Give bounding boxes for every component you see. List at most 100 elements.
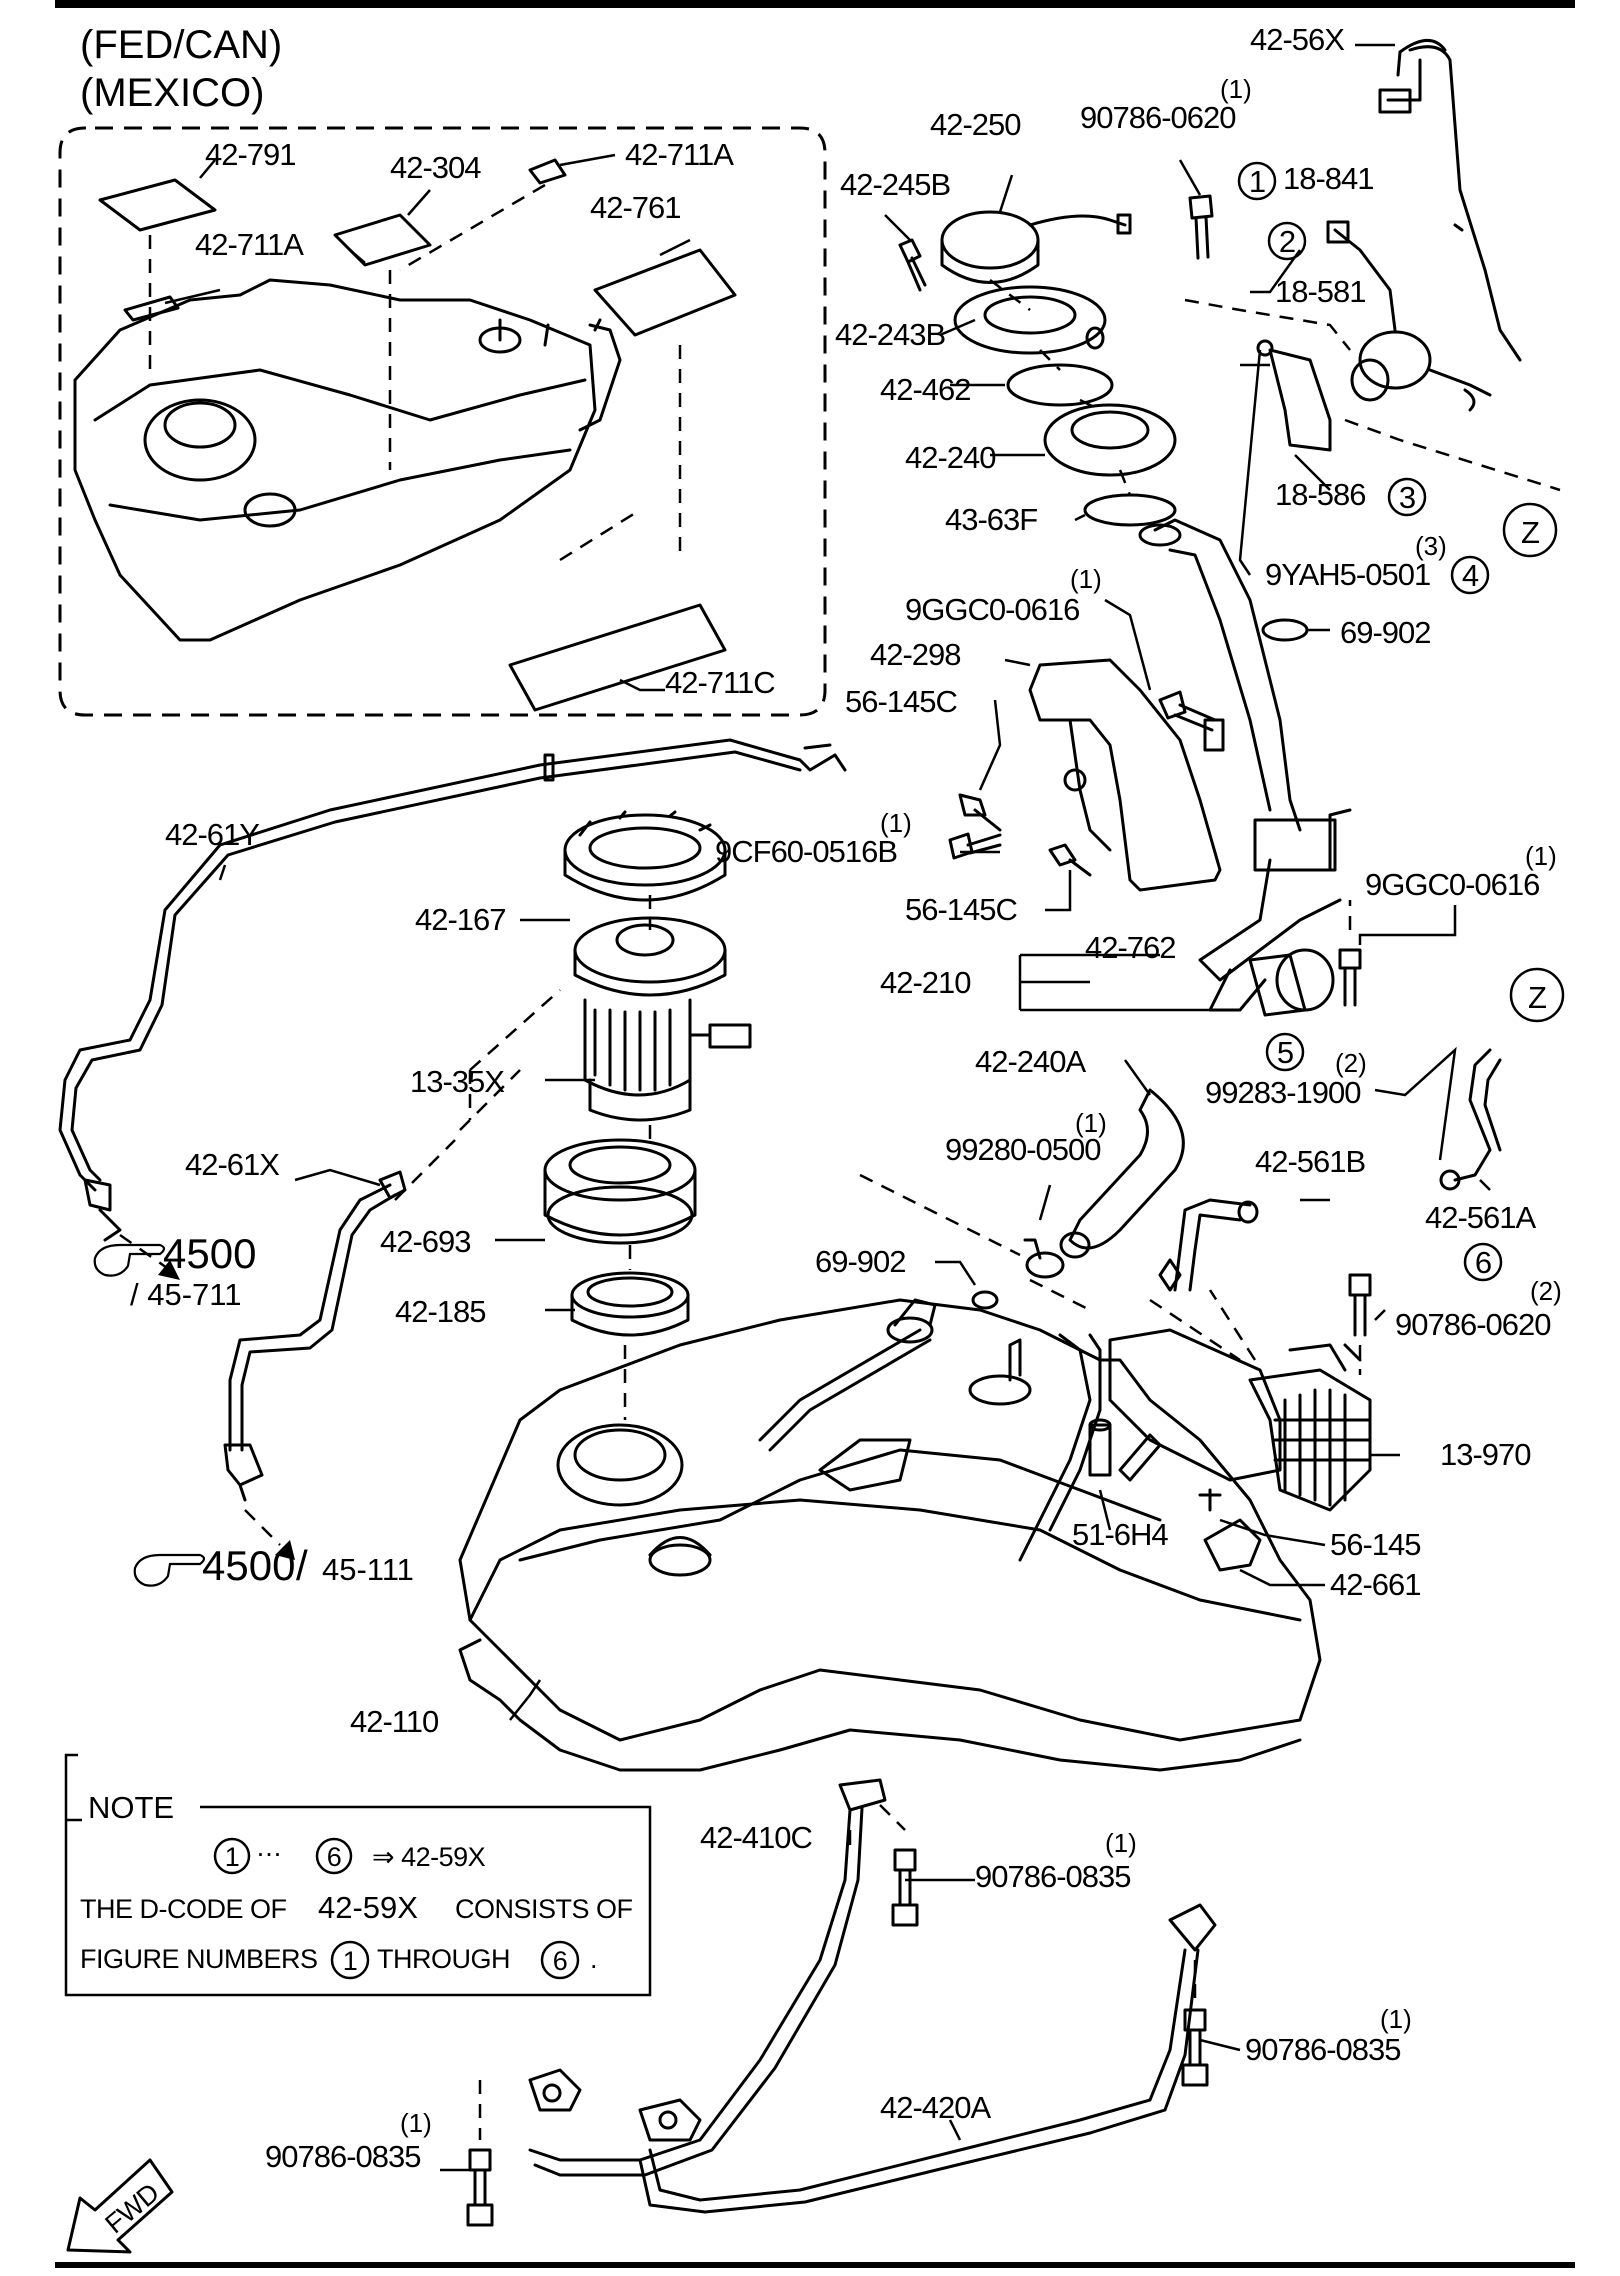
label-42-56x: 42-56X bbox=[1250, 22, 1345, 57]
hose-42-56x bbox=[1378, 39, 1522, 362]
qty-9yah5: (3) bbox=[1415, 531, 1447, 561]
svg-text:3: 3 bbox=[1399, 480, 1415, 515]
svg-text:Z: Z bbox=[1528, 980, 1546, 1015]
note-line3-a: FIGURE NUMBERS bbox=[80, 1944, 318, 1974]
lock-ring-42-167 bbox=[563, 810, 727, 902]
label-99280-0500: 99280-0500 bbox=[945, 1132, 1101, 1167]
reference-number-4500-top: 4500 bbox=[163, 1230, 256, 1277]
bracket-42-298 bbox=[1028, 658, 1222, 892]
seal-42-693 bbox=[543, 1138, 697, 1245]
hose-42-561a bbox=[1439, 1048, 1502, 1191]
qty-99280: (1) bbox=[1075, 1108, 1107, 1138]
label-42-61y: 42-61Y bbox=[165, 817, 259, 852]
qty-90786-0620-top: (1) bbox=[1220, 74, 1252, 104]
fwd-arrow-icon: FWD bbox=[66, 2158, 174, 2254]
label-42-693: 42-693 bbox=[380, 1224, 471, 1259]
label-42-462: 42-462 bbox=[880, 372, 971, 407]
label-9ggc0-0616-top: 9GGC0-0616 bbox=[905, 592, 1079, 627]
qty-9ggc0-top: (1) bbox=[1070, 564, 1102, 594]
reference-number-4500-bottom: 4500 bbox=[202, 1542, 295, 1589]
fuel-pump-13-35x bbox=[573, 916, 752, 1122]
label-42-250: 42-250 bbox=[930, 107, 1021, 142]
bolt-90786-0620-top bbox=[1188, 194, 1214, 260]
leader-lines bbox=[218, 43, 1491, 2172]
reference-slash: / bbox=[296, 1542, 308, 1589]
reference-4500-45-711: 4500 / 45-711 bbox=[93, 1230, 256, 1312]
qty-90786-0620-mid: (2) bbox=[1530, 1276, 1562, 1306]
label-99283-1900: 99283-1900 bbox=[1205, 1075, 1361, 1110]
reference-sub-45-711: / 45-711 bbox=[130, 1277, 241, 1312]
bracket-42-661 bbox=[1198, 1488, 1262, 1572]
qty-90786-0835-c: (1) bbox=[400, 2108, 432, 2138]
bolt-9ggc0-right bbox=[1338, 948, 1362, 1007]
label-42-110: 42-110 bbox=[350, 1704, 439, 1739]
label-42-561b: 42-561B bbox=[1255, 1144, 1366, 1179]
label-56-145c-top: 56-145C bbox=[845, 684, 958, 719]
figure-number-1: 1 bbox=[1237, 161, 1277, 201]
label-42-711a-left: 42-711A bbox=[195, 227, 304, 262]
fuel-tank-42-110 bbox=[458, 1298, 1322, 1772]
label-42-762: 42-762 bbox=[1085, 930, 1176, 965]
label-56-145: 56-145 bbox=[1330, 1527, 1421, 1562]
label-42-240a: 42-240A bbox=[975, 1044, 1087, 1079]
label-42-240: 42-240 bbox=[905, 440, 996, 475]
label-9ggc0-0616-right: 9GGC0-0616 bbox=[1365, 867, 1539, 902]
label-13-35x: 13-35X bbox=[410, 1064, 505, 1099]
figure-number-6: 6 bbox=[1463, 1242, 1503, 1282]
label-90786-0835-a: 90786-0835 bbox=[975, 1859, 1131, 1894]
qty-90786-0835-b: (1) bbox=[1380, 2004, 1412, 2034]
fuel-line-42-61y bbox=[58, 738, 847, 1242]
clip-56-145c-top bbox=[958, 793, 1002, 832]
label-42-245b: 42-245B bbox=[840, 167, 951, 202]
note-line2-b: CONSISTS OF bbox=[455, 1894, 633, 1924]
ring-42-185 bbox=[570, 1271, 690, 1337]
label-9yah5-0501: 9YAH5-0501 bbox=[1265, 557, 1430, 592]
label-42-167: 42-167 bbox=[415, 902, 506, 937]
svg-text:1: 1 bbox=[1249, 164, 1265, 199]
canister-13-970 bbox=[1108, 1328, 1372, 1512]
qty-99283: (2) bbox=[1335, 1048, 1367, 1078]
part-42-762 bbox=[1248, 948, 1335, 1017]
note-line1-dots: ··· bbox=[256, 1838, 281, 1868]
dashes-pump bbox=[623, 895, 652, 1420]
strap-42-410c bbox=[528, 1778, 887, 2177]
svg-text:Z: Z bbox=[1521, 515, 1539, 550]
label-9cf60-0516b: 9CF60-0516B bbox=[715, 834, 897, 869]
bolt-9cf60 bbox=[948, 832, 1002, 860]
label-51-6h4: 51-6H4 bbox=[1072, 1517, 1168, 1552]
label-90786-0620-mid: 90786-0620 bbox=[1395, 1307, 1551, 1342]
qty-9ggc0-right: (1) bbox=[1525, 841, 1557, 871]
label-42-661: 42-661 bbox=[1330, 1567, 1421, 1602]
note-line1-circled-6: 6 bbox=[327, 1842, 342, 1872]
reference-4500-45-111: 4500 / 45-111 bbox=[133, 1542, 414, 1589]
svg-text:2: 2 bbox=[1279, 224, 1295, 259]
label-42-711c: 42-711C bbox=[665, 665, 775, 700]
note-line1-circled-1: 1 bbox=[225, 1842, 240, 1872]
qty-90786-0835-a: (1) bbox=[1105, 1828, 1137, 1858]
figure-number-5: 5 bbox=[1265, 1032, 1305, 1072]
label-43-63f: 43-63F bbox=[945, 502, 1037, 537]
fwd-label: FWD bbox=[99, 2178, 164, 2240]
note-line3-circled-1: 1 bbox=[343, 1946, 358, 1976]
bracket-18-586 bbox=[1256, 339, 1332, 452]
label-18-841: 18-841 bbox=[1283, 161, 1374, 196]
note-line3-circled-6: 6 bbox=[553, 1946, 568, 1976]
hose-42-240a bbox=[1059, 1088, 1185, 1259]
dashes-valve bbox=[1184, 298, 1561, 492]
label-56-145c-bottom: 56-145C bbox=[905, 892, 1018, 927]
svg-text:4: 4 bbox=[1462, 558, 1479, 593]
dashes-pump-left bbox=[459, 989, 561, 1131]
note-title: NOTE bbox=[88, 1790, 174, 1825]
filler-cap-assembly bbox=[940, 210, 1177, 527]
note-line2-code: 42-59X bbox=[318, 1890, 418, 1925]
svg-text:5: 5 bbox=[1277, 1035, 1293, 1070]
bolt-90786-0620-mid bbox=[1348, 1273, 1372, 1337]
label-42-210: 42-210 bbox=[880, 965, 971, 1000]
label-18-586: 18-586 bbox=[1275, 477, 1366, 512]
bracket-42-210 bbox=[1018, 953, 1215, 1012]
pointing-hand-icon bbox=[133, 1553, 206, 1587]
dashes-lines bbox=[119, 1139, 456, 1546]
label-42-561a: 42-561A bbox=[1425, 1200, 1537, 1235]
hose-42-561b bbox=[1158, 1198, 1259, 1292]
